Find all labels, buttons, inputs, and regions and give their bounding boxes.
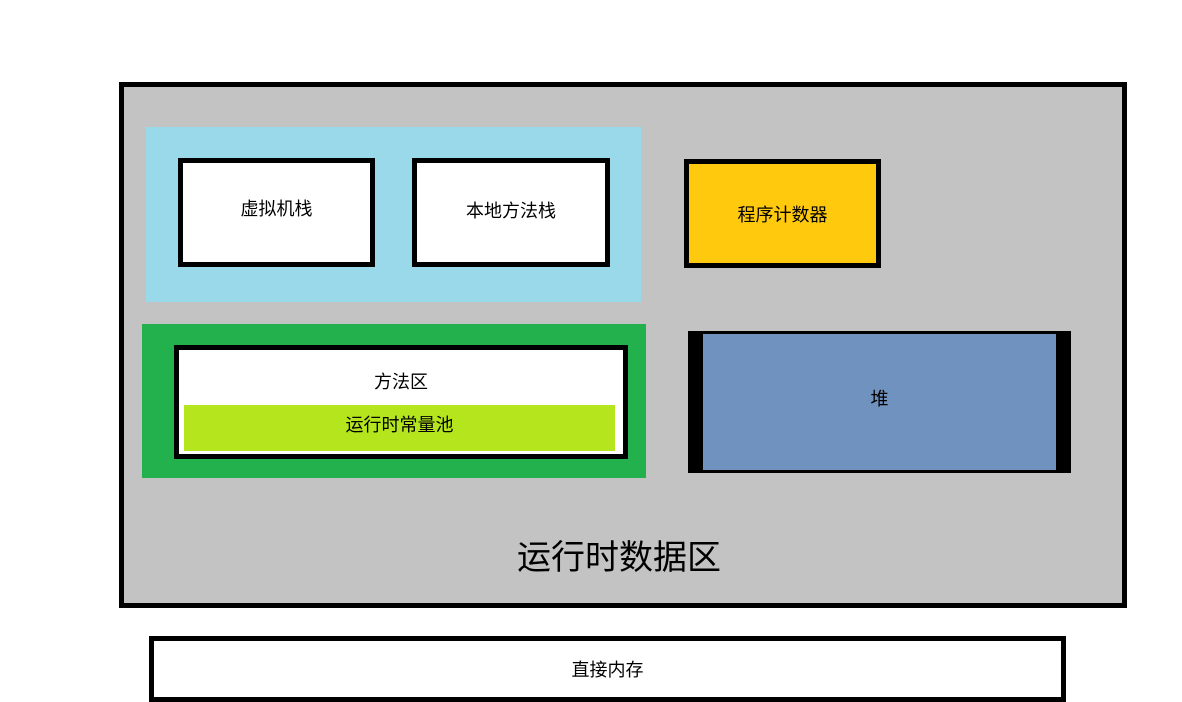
heap-box: 堆 [688, 331, 1071, 473]
runtime-constant-pool-label: 运行时常量池 [345, 415, 454, 436]
runtime-constant-pool-box: 运行时常量池 [184, 405, 615, 451]
direct-memory-label: 直接内存 [571, 660, 644, 681]
method-area-label: 方法区 [374, 372, 428, 393]
native-method-stack-label: 本地方法栈 [466, 200, 556, 222]
jvm-stack-box: 虚拟机栈 [178, 158, 375, 267]
direct-memory-box: 直接内存 [149, 636, 1066, 702]
program-counter-box: 程序计数器 [684, 159, 881, 268]
jvm-stack-label: 虚拟机栈 [240, 198, 313, 220]
heap-label: 堆 [870, 389, 889, 410]
program-counter-label: 程序计数器 [737, 204, 828, 226]
runtime-data-area-label: 运行时数据区 [517, 538, 721, 578]
native-method-stack-box: 本地方法栈 [412, 158, 610, 267]
